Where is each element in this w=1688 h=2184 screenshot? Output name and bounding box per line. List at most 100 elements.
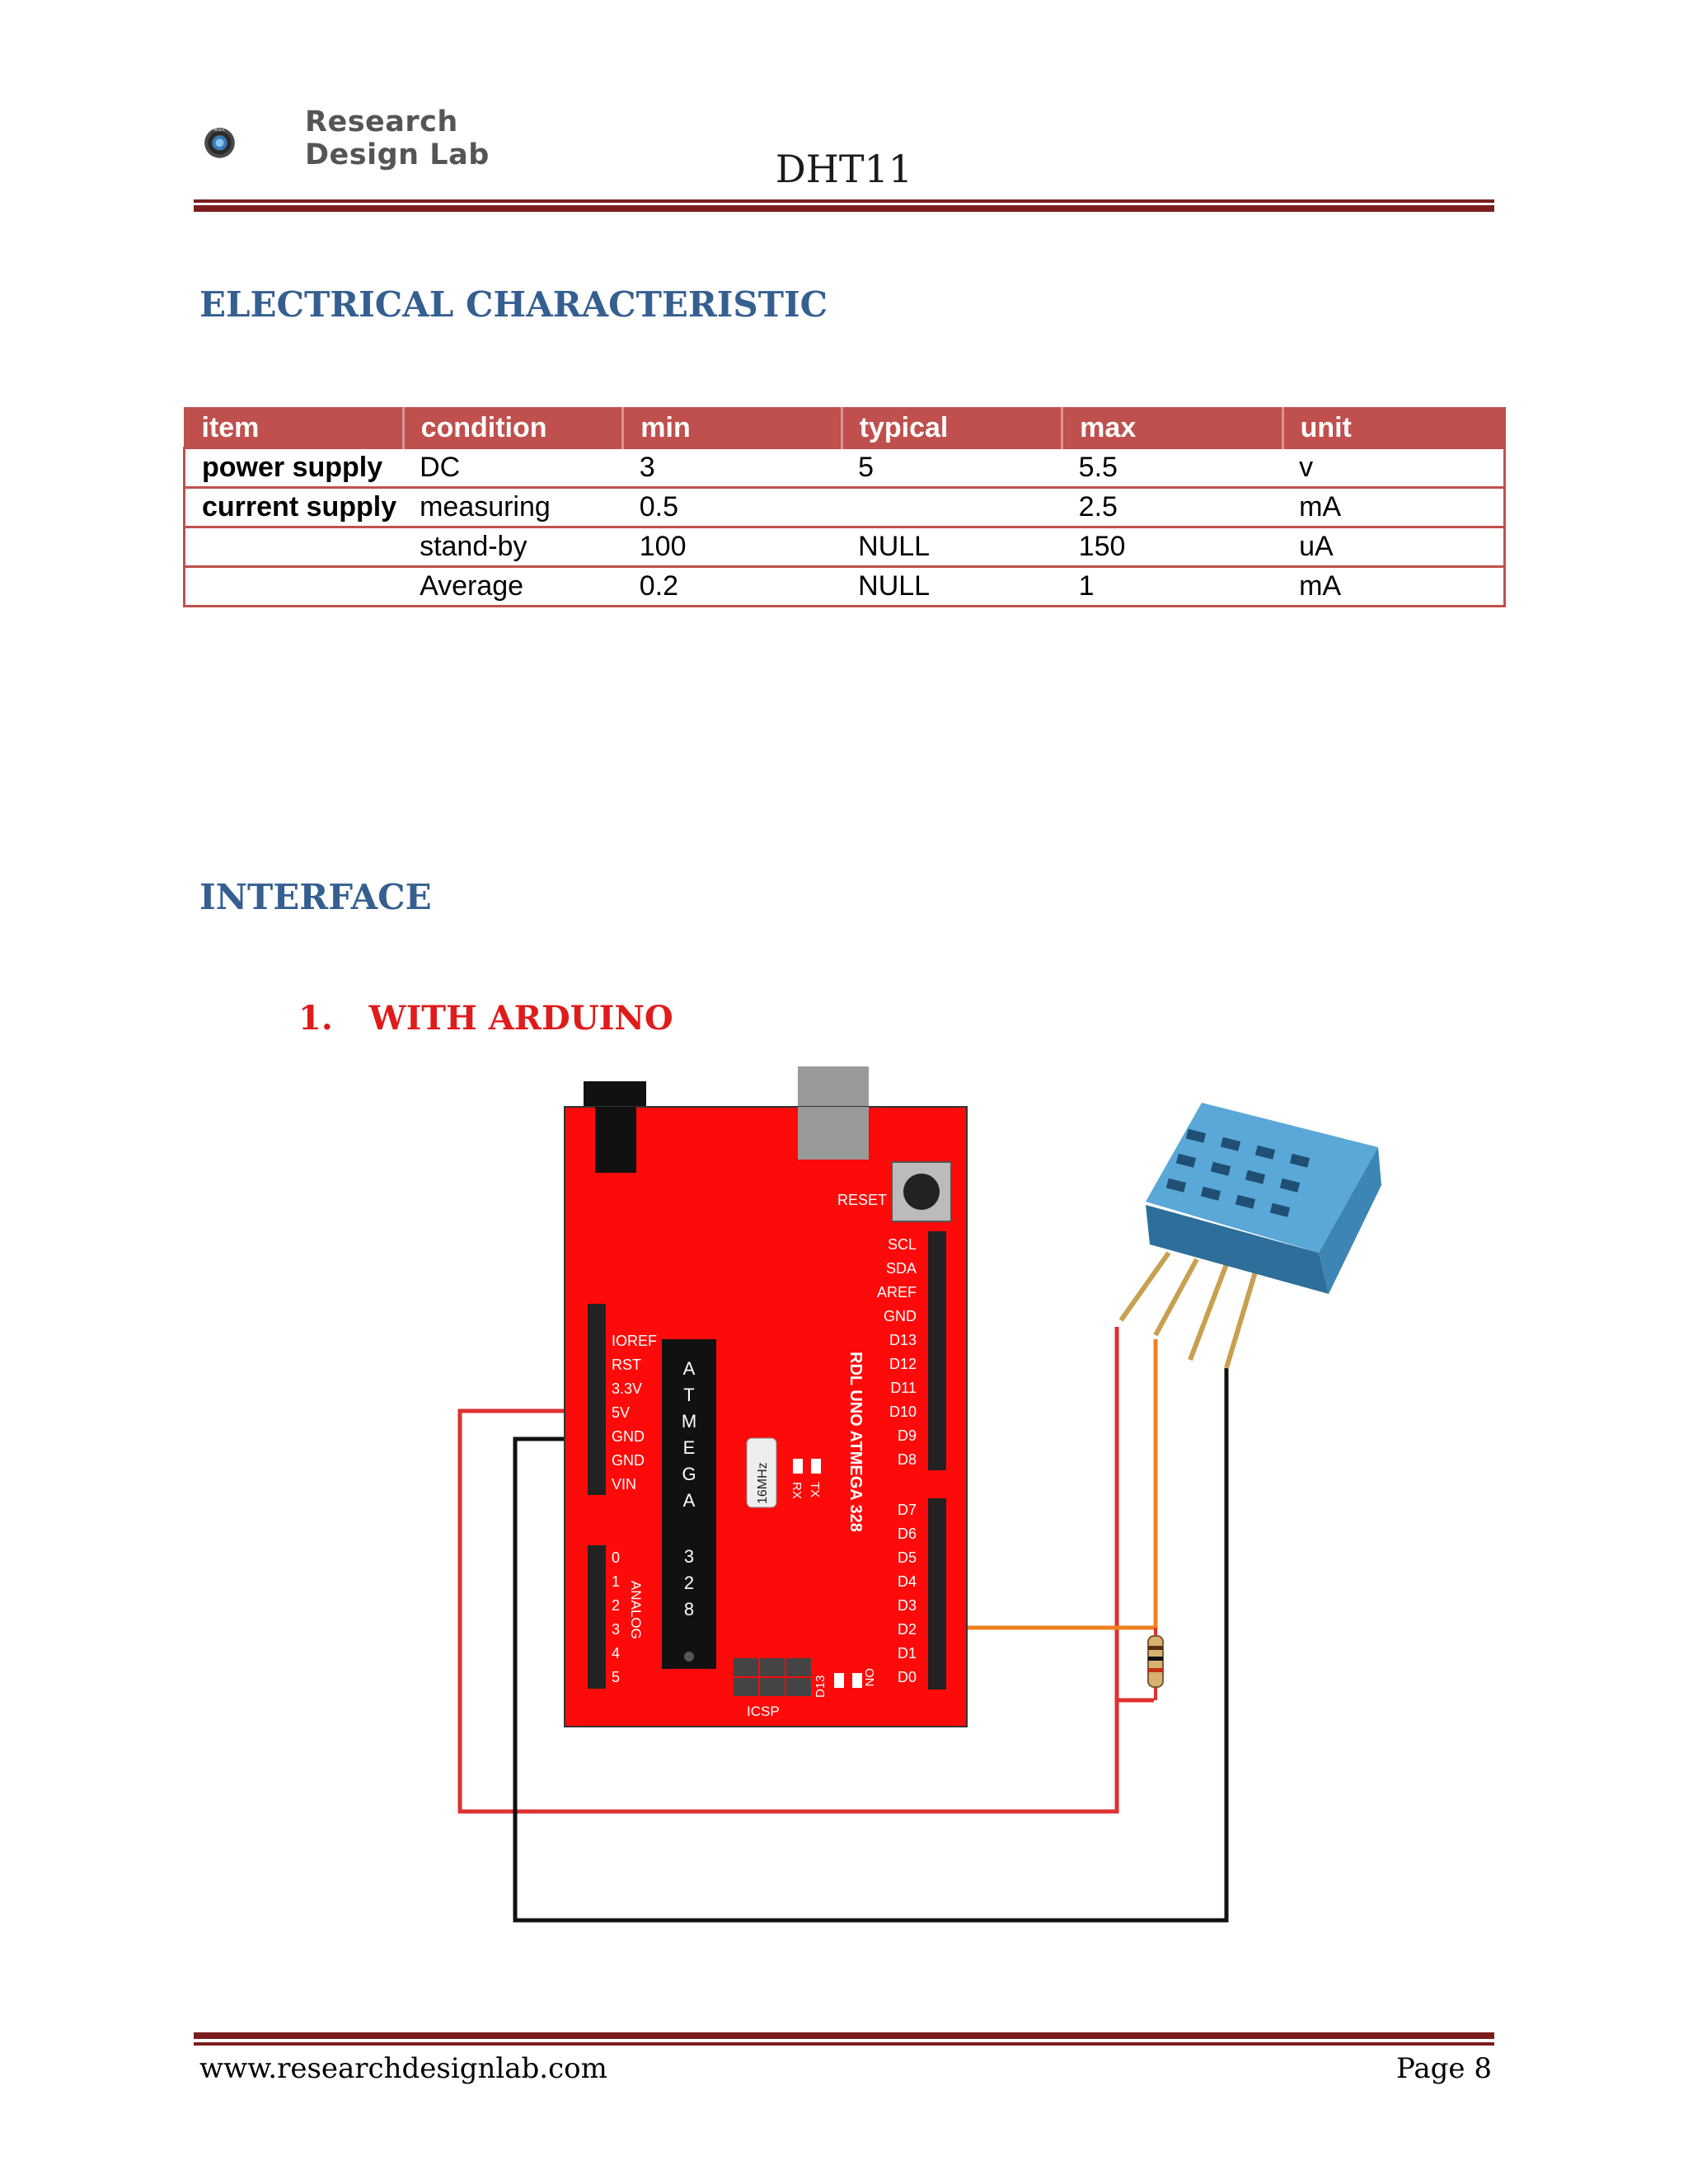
logo-line-2: Design Lab — [305, 138, 490, 171]
table-cell: Average — [403, 565, 623, 607]
subsection-title: WITH ARDUINO — [368, 999, 673, 1038]
pin-label: D11 — [890, 1380, 917, 1396]
pin-label: 3 — [612, 1621, 620, 1638]
rdl-logo: R D L — [204, 128, 235, 158]
pin-label: AREF — [877, 1284, 917, 1301]
table-cell: uA — [1282, 526, 1507, 568]
on-label: ON — [862, 1668, 876, 1687]
table-cell: v — [1282, 447, 1507, 489]
table-header-row: item condition min typical max unit — [183, 407, 1506, 449]
pin-label: 0 — [612, 1549, 620, 1566]
table-cell: mA — [1282, 486, 1507, 528]
table-cell: NULL — [842, 526, 1062, 568]
table-cell: 1 — [1062, 565, 1283, 607]
table-row: current supply measuring 0.5 2.5 mA — [183, 486, 1507, 528]
section-heading-interface: INTERFACE — [199, 877, 432, 917]
column-header: item — [183, 407, 405, 449]
dc-jack-top — [595, 1107, 636, 1173]
table-cell: stand-by — [403, 526, 623, 568]
crystal — [746, 1437, 777, 1508]
pin-label: VIN — [612, 1476, 636, 1493]
logo-text: Research Design Lab — [305, 105, 490, 171]
svg-text:R D L: R D L — [214, 128, 225, 133]
svg-text:3: 3 — [684, 1546, 694, 1567]
column-header: unit — [1282, 407, 1506, 449]
pin-label: 2 — [612, 1597, 620, 1614]
pin-label: D4 — [898, 1573, 917, 1590]
pin-label: D3 — [898, 1597, 917, 1614]
pin-label: SDA — [886, 1260, 917, 1277]
table-row: power supply DC 3 5 5.5 v — [183, 447, 1507, 489]
pin-label: GND — [884, 1308, 917, 1324]
pin-label: GND — [612, 1428, 645, 1445]
pin-label: 5 — [612, 1669, 620, 1685]
right-pin-labels-top: SCL SDA AREF GND D13 D12 D11 D10 D9 D8 — [877, 1236, 917, 1468]
atmega-chip — [662, 1339, 716, 1669]
column-header: typical — [841, 407, 1064, 449]
svg-text:2: 2 — [684, 1572, 694, 1593]
pin-label: 1 — [612, 1573, 620, 1590]
table-cell-item — [183, 565, 404, 607]
tx-label: TX — [808, 1482, 822, 1497]
pin-label: 5V — [612, 1404, 630, 1421]
reset-label: RESET — [837, 1192, 887, 1208]
pin-label: D7 — [898, 1502, 917, 1518]
chip-label: A T M E G A 3 2 8 — [682, 1358, 696, 1619]
table-row: stand-by 100 NULL 150 uA — [183, 526, 1507, 568]
table-cell: NULL — [842, 565, 1062, 607]
table-cell: 150 — [1062, 526, 1283, 568]
power-wire — [457, 1408, 1154, 1814]
usb-body — [798, 1107, 869, 1160]
pin-label: D9 — [898, 1427, 917, 1444]
pin-label: D13 — [889, 1332, 917, 1348]
pin-label: D6 — [898, 1526, 917, 1542]
header-rule — [194, 199, 1494, 203]
analog-label: ANALOG — [628, 1581, 644, 1639]
table-cell: 100 — [622, 526, 842, 568]
pin-label: D10 — [889, 1404, 917, 1420]
table-cell — [842, 486, 1062, 528]
table-cell-item: power supply — [183, 447, 404, 489]
footer-rule — [194, 2042, 1494, 2046]
pin-label: D5 — [898, 1549, 917, 1566]
pin-label: D8 — [898, 1451, 917, 1468]
pin-label: D2 — [898, 1621, 917, 1638]
table-cell: 5.5 — [1062, 447, 1283, 489]
pin-label: D0 — [898, 1669, 917, 1685]
svg-text:E: E — [683, 1437, 696, 1458]
table-cell: measuring — [403, 486, 623, 528]
d13-led-label: D13 — [814, 1675, 828, 1698]
svg-text:M: M — [682, 1411, 696, 1432]
resistor — [1147, 1635, 1164, 1688]
column-header: max — [1061, 407, 1284, 449]
table-cell: DC — [403, 447, 623, 489]
svg-text:G: G — [682, 1464, 696, 1484]
table-cell: 3 — [622, 447, 842, 489]
pin-label: GND — [612, 1452, 645, 1469]
svg-text:A: A — [683, 1358, 696, 1379]
table-cell: 0.5 — [622, 486, 842, 528]
pin-label: D1 — [898, 1645, 917, 1661]
document-title: DHT11 — [775, 147, 913, 191]
electrical-table: item condition min typical max unit powe… — [183, 407, 1507, 607]
crystal-label: 16MHz — [756, 1462, 770, 1504]
ground-wire — [513, 1368, 1229, 1923]
right-pin-labels-bottom: D7 D6 D5 D4 D3 D2 D1 D0 — [898, 1502, 917, 1685]
table-cell-item — [183, 526, 404, 568]
pin-label: 4 — [612, 1645, 620, 1661]
section-heading-electrical: ELECTRICAL CHARACTERISTIC — [199, 284, 828, 325]
svg-text:T: T — [683, 1385, 694, 1405]
pin-label: RST — [612, 1357, 641, 1373]
data-wire — [941, 1339, 1158, 1630]
pin-label: IOREF — [612, 1333, 657, 1349]
table-cell: 0.2 — [622, 565, 842, 607]
table-cell-item: current supply — [183, 486, 404, 528]
pin-label: D12 — [889, 1356, 917, 1372]
pin-label: SCL — [888, 1236, 917, 1253]
subsection-heading: 1. WITH ARDUINO — [298, 999, 673, 1038]
column-header: min — [621, 407, 843, 449]
icsp-header — [734, 1658, 811, 1696]
table-row: Average 0.2 NULL 1 mA — [183, 565, 1507, 607]
icsp-label: ICSP — [747, 1704, 780, 1719]
